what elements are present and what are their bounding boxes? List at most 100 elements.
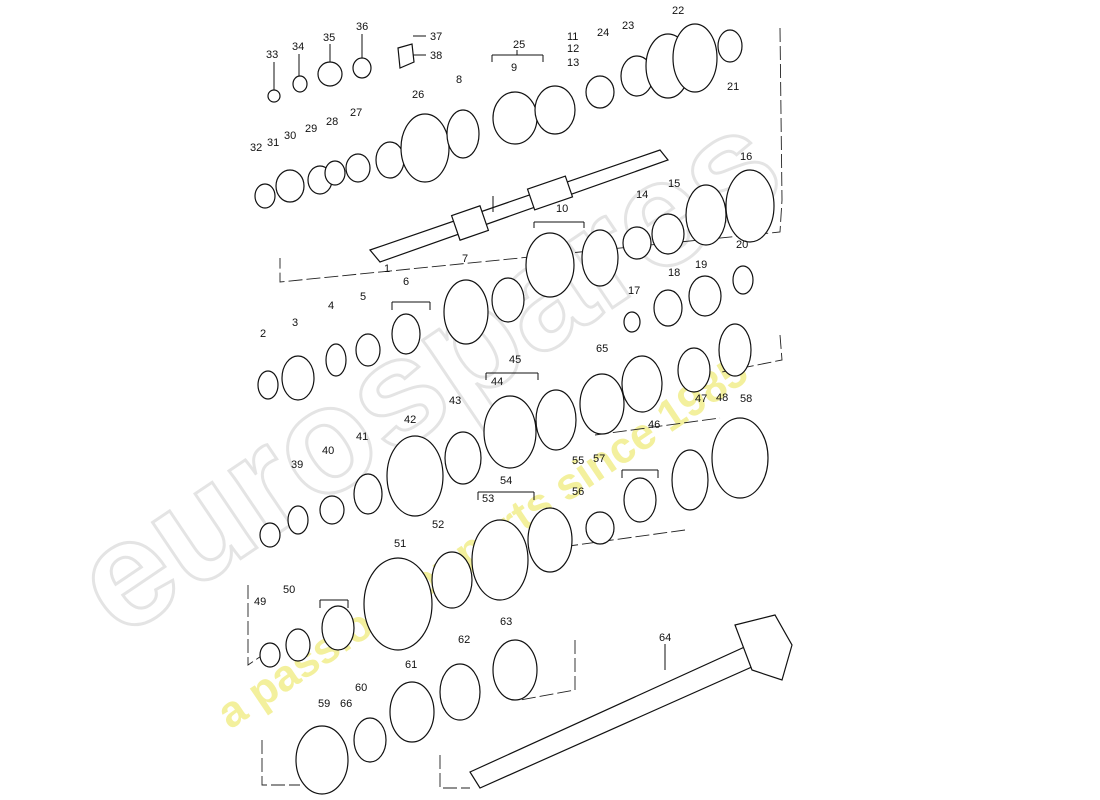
gear-26 xyxy=(400,113,450,183)
bearing-63 xyxy=(492,639,538,701)
part-label: 34 xyxy=(292,41,304,53)
bearing-6b xyxy=(623,477,657,523)
part-label: 37 xyxy=(430,31,442,43)
bearing-36 xyxy=(352,57,372,79)
part-label: 40 xyxy=(322,445,334,457)
pinion-bevel-head xyxy=(734,614,793,681)
part-label: 29 xyxy=(305,123,317,135)
part-label: 61 xyxy=(405,659,417,671)
part-label: 23 xyxy=(622,20,634,32)
part-label: 1 xyxy=(384,263,390,275)
part-label: 20 xyxy=(736,239,748,251)
part-label: 49 xyxy=(254,596,266,608)
washer-17 xyxy=(623,311,641,333)
gear-48 xyxy=(718,323,752,377)
ring-2 xyxy=(257,370,279,400)
bearing-23b xyxy=(375,141,405,179)
part-label: 39 xyxy=(291,459,303,471)
gear-42 xyxy=(386,435,444,517)
part-label: 42 xyxy=(404,414,416,426)
part-label: 8 xyxy=(456,74,462,86)
nut-20 xyxy=(732,265,754,295)
part-label: 44 xyxy=(491,376,503,388)
washer-21 xyxy=(717,29,743,63)
part-label: 53 xyxy=(482,493,494,505)
part-label: 63 xyxy=(500,616,512,628)
shaft-collar xyxy=(526,175,574,211)
bearing-19 xyxy=(688,275,722,317)
ring-65 xyxy=(579,373,625,435)
gear-35 xyxy=(317,61,343,87)
part-label: 47 xyxy=(695,393,707,405)
gear-16 xyxy=(725,169,775,243)
ring-52b xyxy=(431,551,473,609)
part-label: 10 xyxy=(556,203,568,215)
washer-34 xyxy=(292,75,308,93)
spacer-50 xyxy=(285,628,311,662)
stud-38 xyxy=(397,43,415,69)
part-labels: 1 2 3 4 5 6 7 8 9 10 11 12 13 14 15 16 1… xyxy=(250,5,752,710)
spacer-27 xyxy=(345,153,371,183)
part-label: 45 xyxy=(509,354,521,366)
washer-39 xyxy=(287,505,309,535)
part-label: 36 xyxy=(356,21,368,33)
part-label: 15 xyxy=(668,178,680,190)
spacer-14 xyxy=(622,226,652,260)
part-label: 52 xyxy=(432,519,444,531)
gear-46 xyxy=(621,355,663,413)
hub-45 xyxy=(535,389,577,451)
part-label: 11 xyxy=(567,31,578,43)
part-label: 54 xyxy=(500,475,512,487)
nut-20b xyxy=(259,522,281,548)
bearing-66 xyxy=(353,717,387,763)
ring-8c xyxy=(491,277,525,323)
gear-30 xyxy=(275,169,305,203)
part-label: 5 xyxy=(360,291,366,303)
part-label: 7 xyxy=(462,253,468,265)
hub-54 xyxy=(527,507,573,573)
spacer-47 xyxy=(677,347,711,393)
part-label: 46 xyxy=(648,419,660,431)
part-label: 30 xyxy=(284,130,296,142)
part-label: 31 xyxy=(267,137,279,149)
part-label: 43 xyxy=(449,395,461,407)
bolt-33 xyxy=(267,89,281,103)
part-label: 2 xyxy=(260,328,266,340)
bearing-6 xyxy=(391,313,421,355)
sleeve-9 xyxy=(492,91,538,145)
part-label: 35 xyxy=(323,32,335,44)
gear-3 xyxy=(281,355,315,401)
part-label: 17 xyxy=(628,285,640,297)
spacer-5 xyxy=(355,333,381,367)
bearing-18 xyxy=(653,289,683,327)
ring-8 xyxy=(446,109,480,159)
part-label: 22 xyxy=(672,5,684,17)
part-label: 12 xyxy=(567,43,579,55)
part-label: 25 xyxy=(513,39,525,51)
part-label: 21 xyxy=(727,81,739,93)
part-label: 64 xyxy=(659,632,671,644)
bearing-6c xyxy=(321,605,355,651)
part-label: 26 xyxy=(412,89,424,101)
ring-43 xyxy=(444,431,482,485)
part-label: 9 xyxy=(511,62,517,74)
part-label: 16 xyxy=(740,151,752,163)
part-label: 48 xyxy=(716,392,728,404)
part-label: 59 xyxy=(318,698,330,710)
part-label: 18 xyxy=(668,267,680,279)
part-label: 3 xyxy=(292,317,298,329)
part-label: 56 xyxy=(572,486,584,498)
gear-51 xyxy=(363,557,433,651)
washer-4 xyxy=(325,343,347,377)
part-label: 33 xyxy=(266,49,278,61)
shaft-gear xyxy=(450,205,490,241)
sleeve-9b xyxy=(525,232,575,298)
hub-10 xyxy=(581,229,619,287)
part-label: 24 xyxy=(597,27,609,39)
spacer-40 xyxy=(319,495,345,525)
spacer-57 xyxy=(585,511,615,545)
part-label: 50 xyxy=(283,584,295,596)
ring-49 xyxy=(259,642,281,668)
part-label: 14 xyxy=(636,189,648,201)
part-label: 51 xyxy=(394,538,406,550)
